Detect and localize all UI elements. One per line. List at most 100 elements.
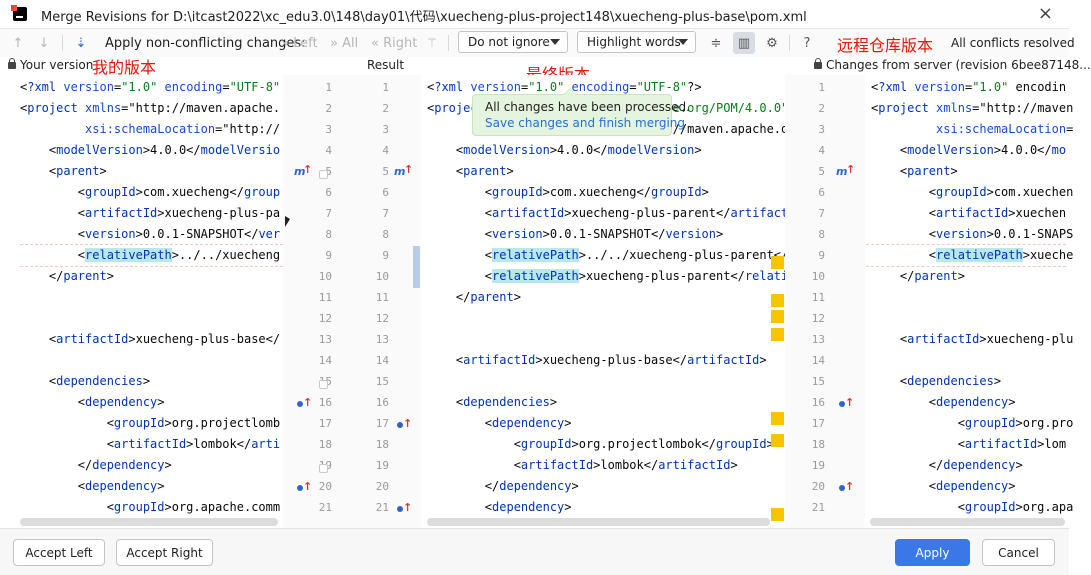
left-horizontal-scrollbar[interactable] (20, 518, 278, 526)
fold-icon[interactable] (319, 464, 328, 473)
fold-icon[interactable] (319, 170, 328, 179)
window-title: Merge Revisions for D:\itcast2022\xc_edu… (41, 10, 807, 25)
help-icon[interactable]: ? (803, 35, 811, 51)
double-chevron-right-icon: » (330, 35, 338, 51)
warning-stripe-marker[interactable] (771, 412, 784, 425)
code-line: <parent> (20, 164, 107, 178)
override-method-icon[interactable] (397, 422, 403, 428)
arrow-down-icon[interactable]: ↓ (38, 35, 50, 51)
left-editor-pane[interactable]: <?xml version="1.0" encoding="UTF-8"<pro… (0, 75, 283, 528)
code-line: <artifactId>xuecheng-plus-base</artifact… (427, 353, 767, 367)
override-method-icon[interactable] (297, 485, 303, 491)
conflict-divider (20, 244, 283, 245)
merge-complete-toast: All changes have been processed. Save ch… (472, 88, 690, 136)
code-line: <relativePath>xueche (871, 248, 1074, 262)
maven-parent-icon[interactable]: m (836, 165, 848, 178)
line-number: 21 (811, 501, 825, 514)
override-method-icon[interactable] (397, 506, 403, 512)
line-number: 11 (811, 291, 825, 304)
navigate-up-icon[interactable]: ↑ (846, 163, 856, 176)
conflicts-status: All conflicts resolved (951, 36, 1075, 50)
navigate-up-icon[interactable]: ↑ (403, 501, 413, 514)
result-horizontal-scrollbar[interactable] (427, 518, 770, 526)
gear-icon[interactable]: ⚙ (766, 35, 778, 51)
right-horizontal-scrollbar[interactable] (870, 518, 1065, 526)
intellij-logo-icon (11, 5, 27, 21)
accept-right-button[interactable]: Accept Right (116, 539, 213, 566)
code-line: <dependency> (871, 479, 1016, 493)
save-and-finish-link[interactable]: Save changes and finish merging (485, 116, 686, 130)
left-header-label: Your version (20, 58, 94, 72)
navigate-up-icon[interactable]: ↑ (303, 480, 313, 493)
close-icon[interactable]: × (1037, 3, 1053, 24)
line-number: 20 (375, 480, 389, 493)
line-number: 9 (382, 249, 389, 262)
code-line: <modelVersion>4.0.0</modelVersion> (427, 143, 702, 157)
navigate-up-icon[interactable]: ↑ (845, 480, 855, 493)
collapse-unchanged-icon[interactable]: ≑ (710, 35, 722, 51)
line-number: 6 (325, 186, 332, 199)
code-line: <groupId>com.xuecheng</groupId> (427, 185, 709, 199)
change-marker[interactable] (413, 246, 420, 288)
result-editor-pane[interactable]: <?xml version="1.0" encoding="UTF-8"?><p… (421, 75, 789, 528)
code-line: <dependencies> (20, 374, 151, 388)
line-number: 15 (375, 375, 389, 388)
navigate-up-icon[interactable]: ↑ (404, 163, 414, 176)
line-number: 21 (318, 501, 332, 514)
navigate-up-icon[interactable]: ↑ (303, 396, 313, 409)
magic-wand-icon[interactable]: ⚚ (426, 35, 438, 51)
apply-button[interactable]: Apply (895, 539, 970, 566)
code-line: <modelVersion>4.0.0</modelVersio (20, 143, 281, 157)
lock-icon (8, 58, 16, 69)
warning-stripe-marker[interactable] (771, 508, 784, 521)
code-line: <parent> (871, 164, 958, 178)
override-method-icon[interactable] (297, 401, 303, 407)
column-headers: Your version 我的版本 Result 最终版本 Changes fr… (0, 57, 1091, 84)
navigate-up-icon[interactable]: ↑ (303, 163, 313, 176)
right-header: Changes from server (revision 6bee87148.… (814, 58, 1091, 72)
line-number: 13 (811, 333, 825, 346)
sync-scroll-toggle[interactable] (733, 32, 755, 54)
line-number: 14 (318, 354, 332, 367)
whitespace-combo[interactable]: Do not ignore (458, 31, 568, 53)
line-number: 3 (325, 123, 332, 136)
highlight-combo[interactable]: Highlight words (577, 31, 696, 53)
apply-all-button[interactable]: » All (330, 33, 358, 53)
warning-stripe-marker[interactable] (771, 294, 784, 307)
accept-left-button[interactable]: Accept Left (13, 539, 105, 566)
maven-parent-icon[interactable]: m (294, 165, 306, 178)
magic-resolve-icon[interactable]: ⇣ (75, 35, 87, 51)
navigate-up-icon[interactable]: ↑ (403, 417, 413, 430)
override-method-icon[interactable] (839, 401, 845, 407)
code-line: <dependency> (871, 395, 1016, 409)
warning-stripe-marker[interactable] (771, 328, 784, 341)
title-bar: Merge Revisions for D:\itcast2022\xc_edu… (0, 0, 1069, 29)
right-editor-pane[interactable]: <?xml version="1.0" encodin<project xmln… (865, 75, 1073, 528)
code-line: <groupId>org.apache.comm (20, 500, 281, 514)
line-number: 17 (811, 417, 825, 430)
code-line: </parent> (871, 269, 965, 283)
fold-icon[interactable] (319, 380, 328, 389)
warning-stripe-marker[interactable] (771, 256, 784, 269)
mouse-cursor-icon (285, 216, 290, 227)
warning-stripe-marker[interactable] (771, 434, 784, 447)
code-line: <dependency> (427, 416, 572, 430)
remote-version-annotation: 远程仓库版本 (837, 36, 934, 55)
code-line: <relativePath>xuecheng-plus-parent</rela… (427, 269, 789, 283)
line-number: 18 (811, 438, 825, 451)
arrow-up-icon[interactable]: ↑ (12, 35, 24, 51)
override-method-icon[interactable] (839, 485, 845, 491)
line-number: 1 (818, 81, 825, 94)
maven-parent-icon[interactable]: m (394, 165, 406, 178)
cancel-button[interactable]: Cancel (982, 539, 1055, 566)
code-line: <version>0.0.1-SNAPSHOT</ver (20, 227, 281, 241)
apply-left-button[interactable]: » Left (281, 33, 318, 53)
navigate-up-icon[interactable]: ↑ (845, 396, 855, 409)
line-number: 10 (811, 270, 825, 283)
code-line: <artifactId>xuecheng-plu (871, 332, 1074, 346)
line-number: 3 (382, 123, 389, 136)
warning-stripe-marker[interactable] (771, 310, 784, 323)
apply-right-label: Right (383, 35, 418, 51)
line-number: 4 (382, 144, 389, 157)
apply-right-button[interactable]: « Right (371, 33, 417, 53)
